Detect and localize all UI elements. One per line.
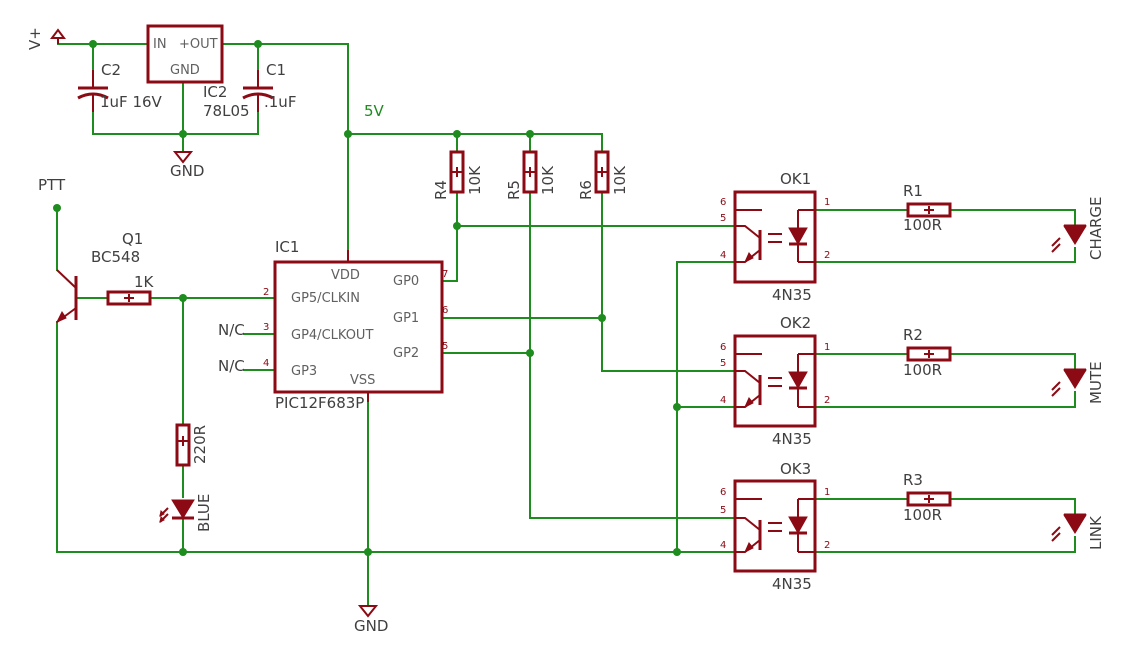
resistor-r5 bbox=[522, 150, 538, 194]
mcu-ic1 bbox=[273, 250, 444, 402]
ok2-pin-6: 6 bbox=[720, 342, 726, 353]
optocoupler-ok1 bbox=[733, 190, 817, 284]
q1-ref: Q1 bbox=[122, 230, 143, 248]
mcu-pin-vdd: VDD bbox=[331, 268, 360, 283]
q1-part: BC548 bbox=[91, 248, 140, 266]
regulator-ic2: IN +OUT GND bbox=[146, 24, 224, 84]
ok3-ref: OK3 bbox=[780, 460, 811, 478]
vplus-supply-symbol bbox=[50, 28, 66, 44]
led-mute bbox=[1051, 368, 1087, 397]
r2-value: 100R bbox=[903, 361, 942, 379]
gnd-symbol-top bbox=[172, 151, 194, 164]
ok3-pin-6: 6 bbox=[720, 487, 726, 498]
ok2-pin-1: 1 bbox=[824, 342, 830, 353]
mcu-ref: IC1 bbox=[275, 238, 299, 256]
wires bbox=[56, 43, 1076, 607]
ok1-pin-4: 4 bbox=[720, 250, 726, 261]
capacitor-c1 bbox=[242, 70, 274, 112]
r6-ref: R6 bbox=[577, 180, 595, 200]
ok1-part: 4N35 bbox=[772, 286, 812, 304]
c1-ref: C1 bbox=[266, 61, 286, 79]
base-resistor-value: 1K bbox=[134, 273, 155, 291]
gnd-label-bottom: GND bbox=[354, 617, 388, 635]
junction-dots bbox=[53, 40, 681, 556]
r1-ref: R1 bbox=[903, 182, 923, 200]
led-charge bbox=[1051, 224, 1087, 253]
r2-ref: R2 bbox=[903, 326, 923, 344]
resistor-r6 bbox=[594, 150, 610, 194]
capacitor-c2 bbox=[77, 70, 109, 112]
5v-net-label: 5V bbox=[364, 102, 385, 120]
ok2-pin-5: 5 bbox=[720, 358, 726, 369]
mcu-pin-number-6: 6 bbox=[442, 305, 448, 316]
led-link bbox=[1051, 513, 1087, 542]
r1-value: 100R bbox=[903, 216, 942, 234]
mcu-pin-number-5: 5 bbox=[442, 341, 448, 352]
ok1-pin-5: 5 bbox=[720, 213, 726, 224]
ok3-pin-2: 2 bbox=[824, 540, 830, 551]
led-charge-label: CHARGE bbox=[1087, 196, 1105, 260]
ok1-pin-1: 1 bbox=[824, 197, 830, 208]
mcu-pin-gp5: GP5/CLKIN bbox=[291, 291, 360, 306]
transistor-q1 bbox=[55, 269, 78, 324]
r5-ref: R5 bbox=[505, 180, 523, 200]
reg-pin-gnd: GND bbox=[170, 63, 200, 78]
mcu-pin-gp3: GP3 bbox=[291, 364, 317, 379]
ptt-label: PTT bbox=[38, 176, 66, 194]
resistor-220r bbox=[175, 423, 191, 467]
ok3-part: 4N35 bbox=[772, 575, 812, 593]
resistor-r3 bbox=[906, 491, 952, 507]
resistor-r1 bbox=[906, 202, 952, 218]
r3-value: 100R bbox=[903, 506, 942, 524]
led-link-label: LINK bbox=[1087, 515, 1105, 550]
mcu-pin-number-4: 4 bbox=[263, 358, 269, 369]
r4-value: 10K bbox=[466, 165, 484, 195]
ok2-pin-4: 4 bbox=[720, 395, 726, 406]
led-mute-label: MUTE bbox=[1087, 361, 1105, 404]
resistor-base-1k bbox=[106, 290, 152, 306]
led-blue-label: BLUE bbox=[195, 494, 213, 532]
nc-label-gp4: N/C bbox=[218, 321, 245, 339]
vplus-label: V+ bbox=[26, 27, 44, 50]
resistor-r4 bbox=[449, 150, 465, 194]
mcu-pin-number-3: 3 bbox=[263, 322, 269, 333]
c1-value: .1uF bbox=[264, 93, 296, 111]
r3-ref: R3 bbox=[903, 471, 923, 489]
reg-pin-out: +OUT bbox=[179, 37, 218, 52]
ok2-part: 4N35 bbox=[772, 430, 812, 448]
r5-value: 10K bbox=[539, 165, 557, 195]
regulator-ref: IC2 bbox=[203, 83, 227, 101]
mcu-pin-vss: VSS bbox=[350, 373, 375, 388]
ok1-ref: OK1 bbox=[780, 170, 811, 188]
nc-label-gp3: N/C bbox=[218, 357, 245, 375]
ok1-pin-2: 2 bbox=[824, 250, 830, 261]
optocoupler-ok3 bbox=[733, 479, 817, 573]
optocoupler-ok2 bbox=[733, 334, 817, 428]
mcu-pin-number-2: 2 bbox=[263, 287, 269, 298]
c2-ref: C2 bbox=[101, 61, 121, 79]
ok2-pin-2: 2 bbox=[824, 395, 830, 406]
ok3-pin-1: 1 bbox=[824, 487, 830, 498]
ok3-pin-4: 4 bbox=[720, 540, 726, 551]
mcu-pin-number-7: 7 bbox=[442, 269, 448, 280]
mcu-pin-gp4: GP4/CLKOUT bbox=[291, 328, 373, 343]
mcu-pin-gp2: GP2 bbox=[393, 346, 419, 361]
reg-pin-in: IN bbox=[153, 37, 167, 52]
gnd-symbol-bottom bbox=[357, 605, 379, 618]
r4-ref: R4 bbox=[432, 180, 450, 200]
resistor-r2 bbox=[906, 346, 952, 362]
ok1-pin-6: 6 bbox=[720, 197, 726, 208]
regulator-part: 78L05 bbox=[203, 102, 250, 120]
c2-value: 1uF 16V bbox=[100, 93, 163, 111]
gnd-label-top: GND bbox=[170, 162, 204, 180]
ok2-ref: OK2 bbox=[780, 314, 811, 332]
led-resistor-value: 220R bbox=[191, 425, 209, 464]
ok3-pin-5: 5 bbox=[720, 505, 726, 516]
mcu-pin-gp0: GP0 bbox=[393, 274, 419, 289]
led-blue bbox=[159, 499, 195, 523]
mcu-pin-gp1: GP1 bbox=[393, 311, 419, 326]
mcu-part: PIC12F683P bbox=[275, 394, 364, 412]
r6-value: 10K bbox=[611, 165, 629, 195]
